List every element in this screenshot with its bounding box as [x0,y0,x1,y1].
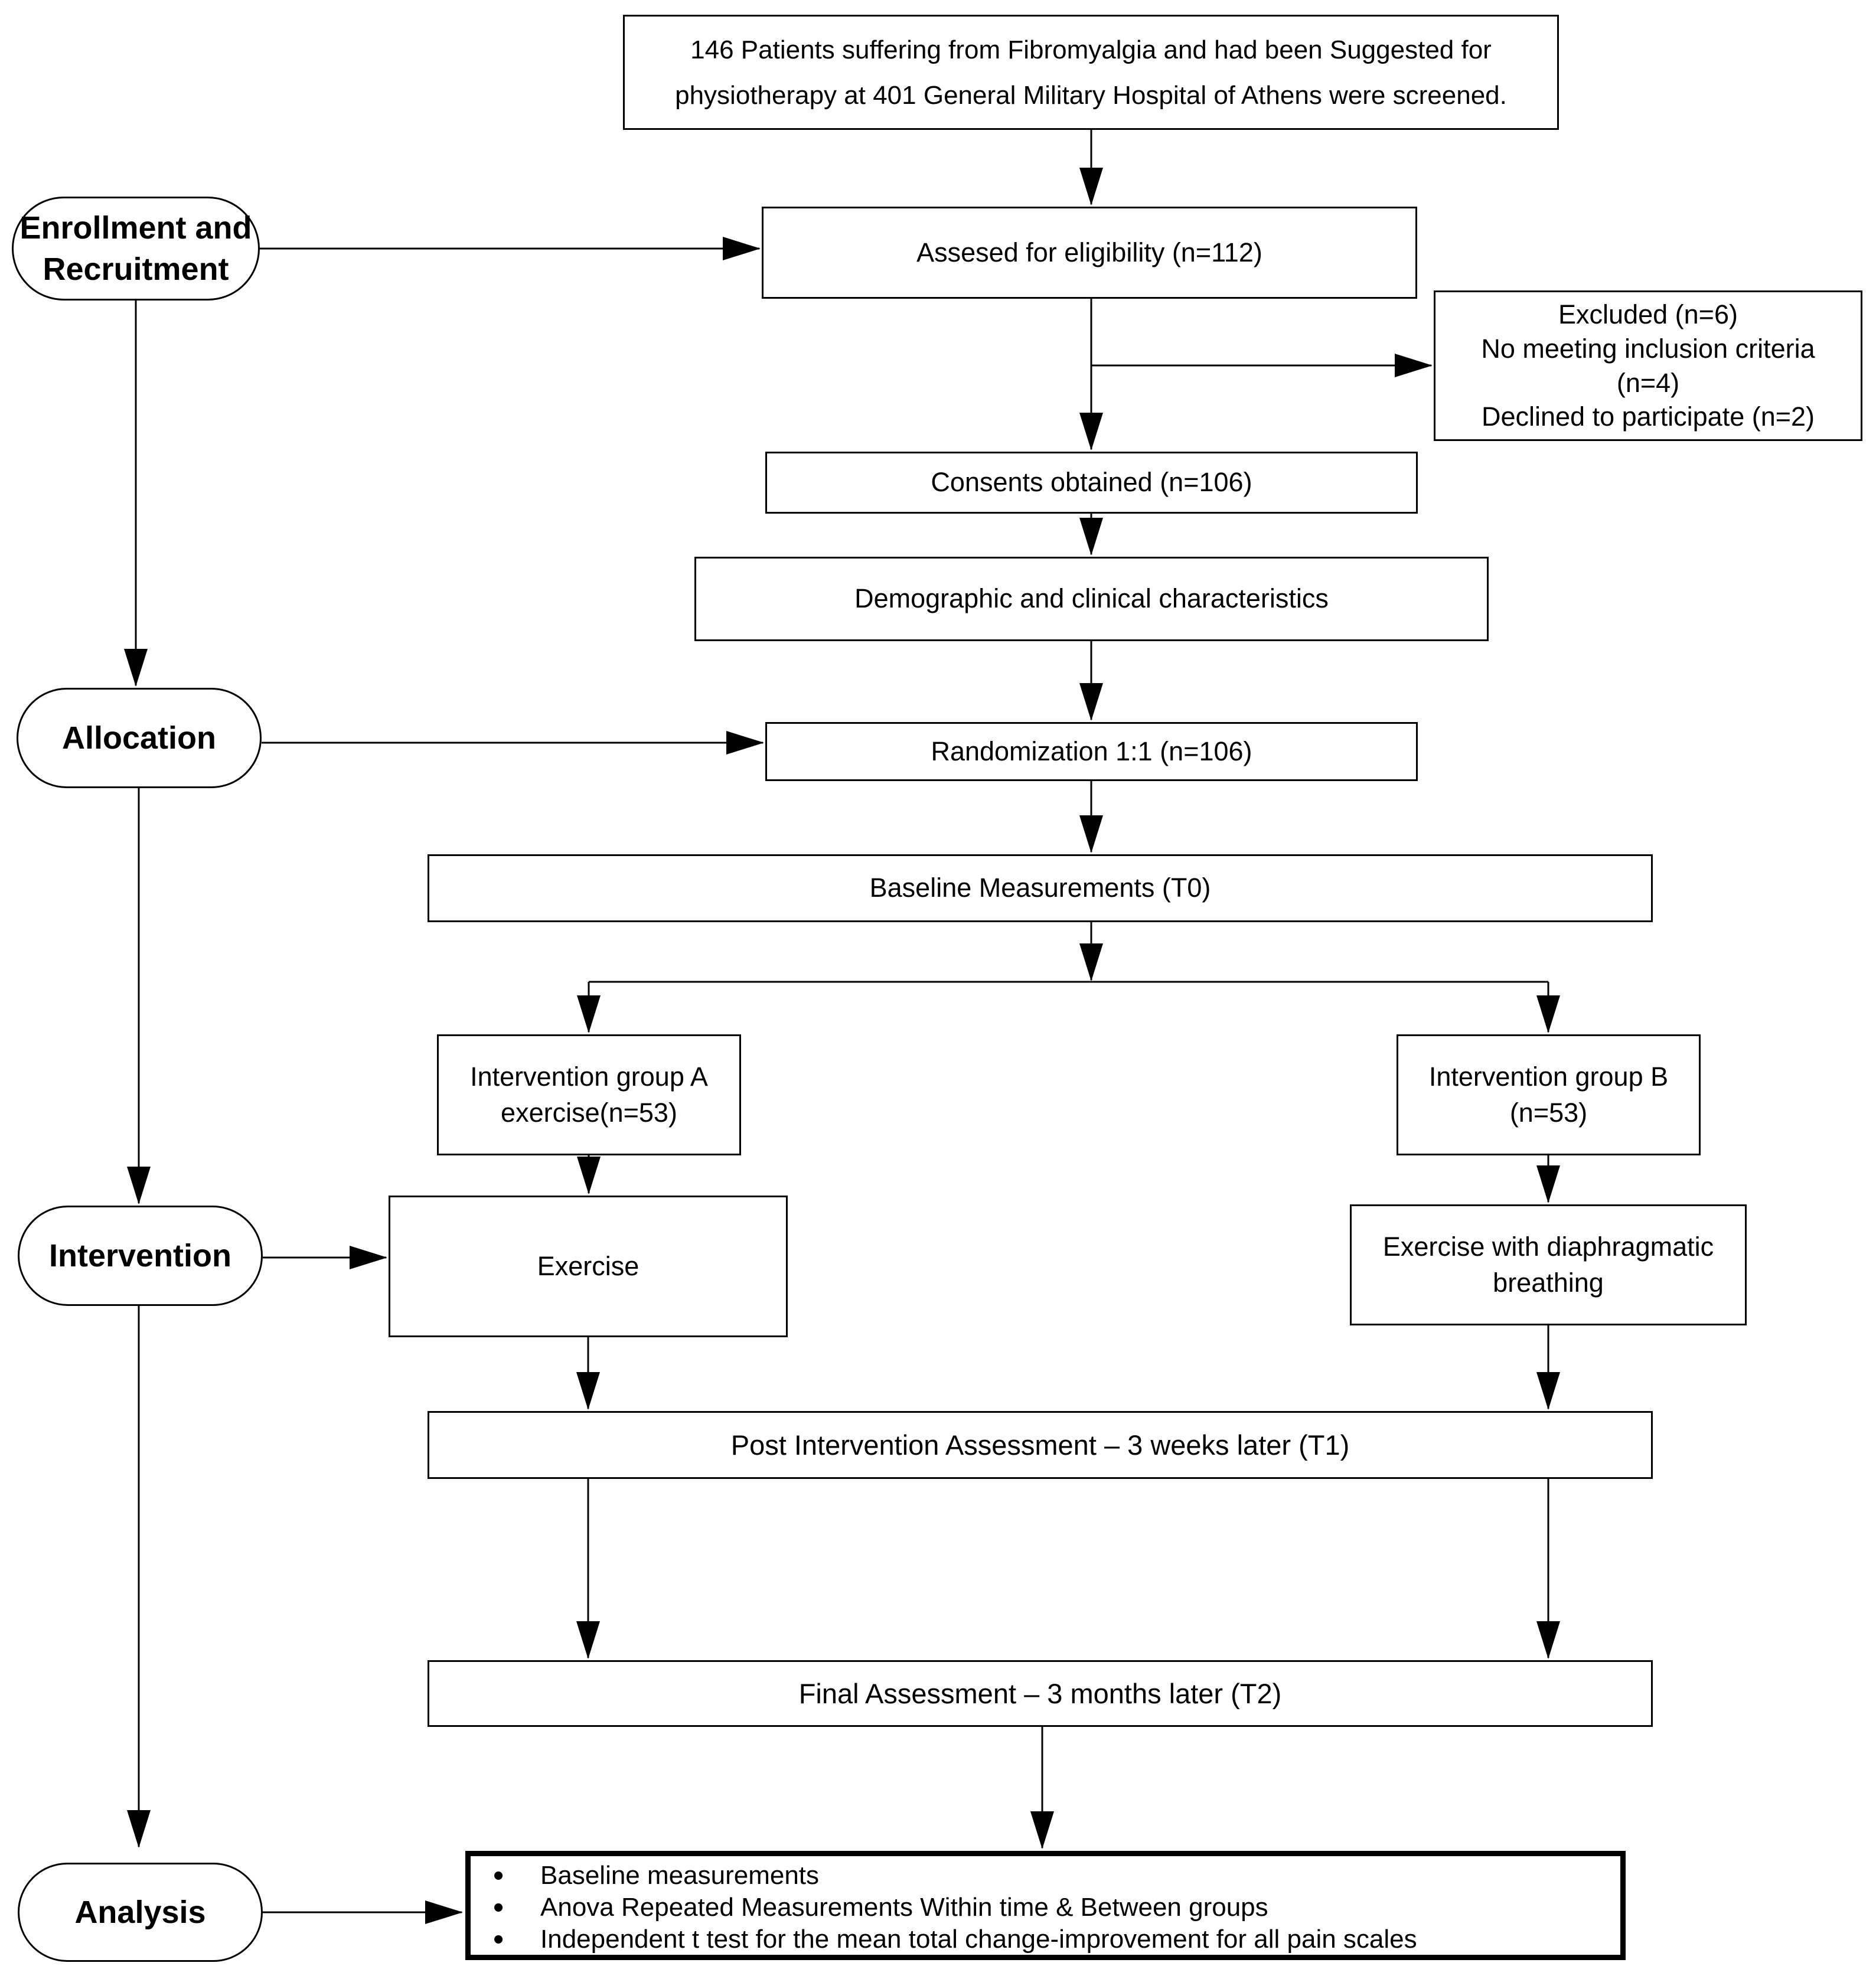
stage-intervention-pill: Intervention [18,1206,263,1306]
intervention-group-a-box: Intervention group A exercise(n=53) [437,1034,741,1155]
analysis-methods-list: Baseline measurements Anova Repeated Mea… [471,1860,1620,1955]
assessed-eligibility-box: Assesed for eligibility (n=112) [762,207,1417,299]
excluded-box: Excluded (n=6) No meeting inclusion crit… [1434,290,1862,441]
demographics-box: Demographic and clinical characteristics [694,557,1489,641]
intervention-group-b-box: Intervention group B (n=53) [1397,1034,1701,1155]
consents-box: Consents obtained (n=106) [765,452,1418,514]
final-assessment-box: Final Assessment – 3 months later (T2) [428,1660,1653,1727]
baseline-measurements-box: Baseline Measurements (T0) [428,854,1653,922]
analysis-item: Independent t test for the mean total ch… [471,1923,1620,1955]
exercise-box: Exercise [389,1196,788,1337]
screened-box: 146 Patients suffering from Fibromyalgia… [623,15,1559,130]
randomization-box: Randomization 1:1 (n=106) [765,722,1418,781]
post-intervention-assessment-box: Post Intervention Assessment – 3 weeks l… [428,1411,1653,1479]
exercise-breathing-box: Exercise with diaphragmatic breathing [1350,1204,1747,1325]
stage-enrollment-pill: Enrollment and Recruitment [12,197,260,301]
analysis-item: Baseline measurements [471,1860,1620,1892]
stage-analysis-pill: Analysis [18,1863,263,1962]
analysis-methods-box: Baseline measurements Anova Repeated Mea… [465,1851,1626,1960]
analysis-item: Anova Repeated Measurements Within time … [471,1892,1620,1923]
stage-allocation-pill: Allocation [17,688,262,788]
